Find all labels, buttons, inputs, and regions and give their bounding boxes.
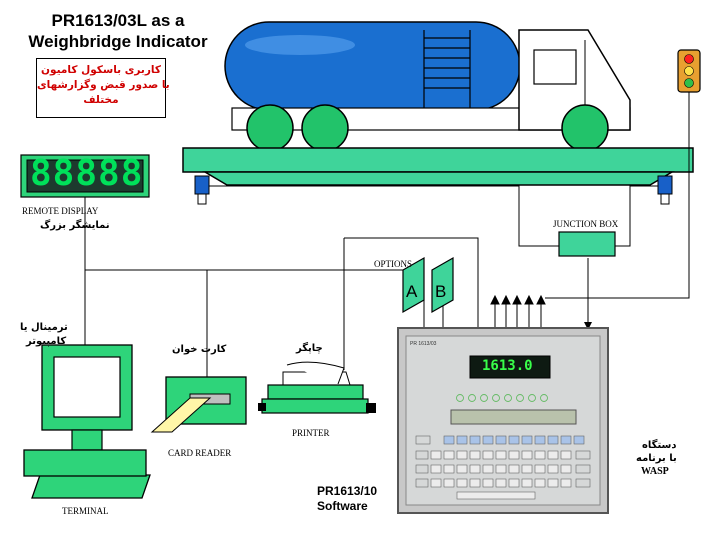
junction-box-label: JUNCTION BOX — [553, 219, 619, 229]
terminal-fa-label-1: ترمینال یا — [20, 322, 68, 333]
load-cell-left — [194, 175, 210, 205]
fa-line-1: کاربری باسکول کامیون — [41, 64, 161, 76]
title-line-1: PR1613/03L as a — [51, 11, 185, 30]
terminal-screen — [53, 356, 121, 418]
device-weight-reading: 1613.0 — [482, 358, 533, 374]
printer-device — [258, 361, 376, 414]
diagram-title: PR1613/03L as a Weighbridge Indicator — [18, 10, 218, 52]
option-card-a — [402, 256, 425, 314]
software-label-line-2: Software — [317, 499, 368, 513]
device-fa-line-1: دستگاه — [642, 440, 677, 451]
fa-line-2: با صدور قبض وگزارشهای — [37, 79, 170, 91]
terminal-fa-label-2: کامپیوتر — [26, 336, 67, 347]
traffic-light — [677, 49, 701, 93]
tank-highlight — [245, 35, 355, 55]
wheel-rear-2 — [301, 104, 349, 152]
option-card-b-label: B — [435, 282, 447, 301]
terminal-keyboard — [31, 474, 151, 499]
indicator-device — [397, 327, 609, 514]
red-light-icon — [684, 54, 694, 64]
card-reader-label: CARD READER — [168, 448, 232, 458]
software-label-line-1: PR1613/10 — [317, 484, 378, 498]
printer-label: PRINTER — [292, 428, 330, 438]
yellow-light-icon — [684, 66, 694, 76]
wheel-front — [561, 104, 609, 152]
platform-base — [202, 171, 675, 186]
remote-display-fa-label: نمایشگر بزرگ — [40, 220, 110, 231]
junction-box — [558, 231, 616, 257]
persian-description-box: کاربری باسکول کامیون با صدور قبض وگزارشه… — [36, 58, 170, 118]
tank — [224, 21, 521, 111]
wiring — [84, 92, 690, 378]
remote-display-digits: 88888 — [30, 153, 144, 194]
wheel-rear-1 — [246, 104, 294, 152]
terminal-computer — [23, 344, 151, 499]
device-fa-line-2: با برنامه — [636, 453, 677, 464]
remote-display-label: REMOTE DISPLAY — [22, 206, 99, 216]
remote-display-box — [20, 154, 150, 198]
device-fa-line-3: WASP — [641, 466, 669, 477]
option-card-b — [431, 256, 454, 314]
fa-line-3: مختلف — [83, 94, 119, 106]
terminal-label: TERMINAL — [62, 506, 109, 516]
arrow-down-icon — [584, 322, 592, 330]
title-line-2: Weighbridge Indicator — [28, 32, 208, 51]
card-reader-fa-label: کارت خوان — [172, 344, 227, 355]
device-brand: PR 1613/03 — [410, 341, 437, 347]
card-icon — [150, 397, 212, 433]
options-label: OPTIONS — [374, 259, 413, 269]
green-light-icon — [684, 78, 694, 88]
cab-window — [533, 49, 577, 85]
option-card-a-label: A — [406, 282, 418, 301]
tank-ladder — [423, 30, 471, 108]
load-cell-right — [657, 175, 673, 205]
platform-deck — [182, 147, 694, 173]
printer-fa-label: چاپگر — [296, 343, 323, 354]
output-arrows — [490, 294, 546, 328]
truck — [224, 21, 631, 152]
card-reader-device — [150, 376, 247, 433]
weighbridge-platform — [182, 147, 694, 186]
